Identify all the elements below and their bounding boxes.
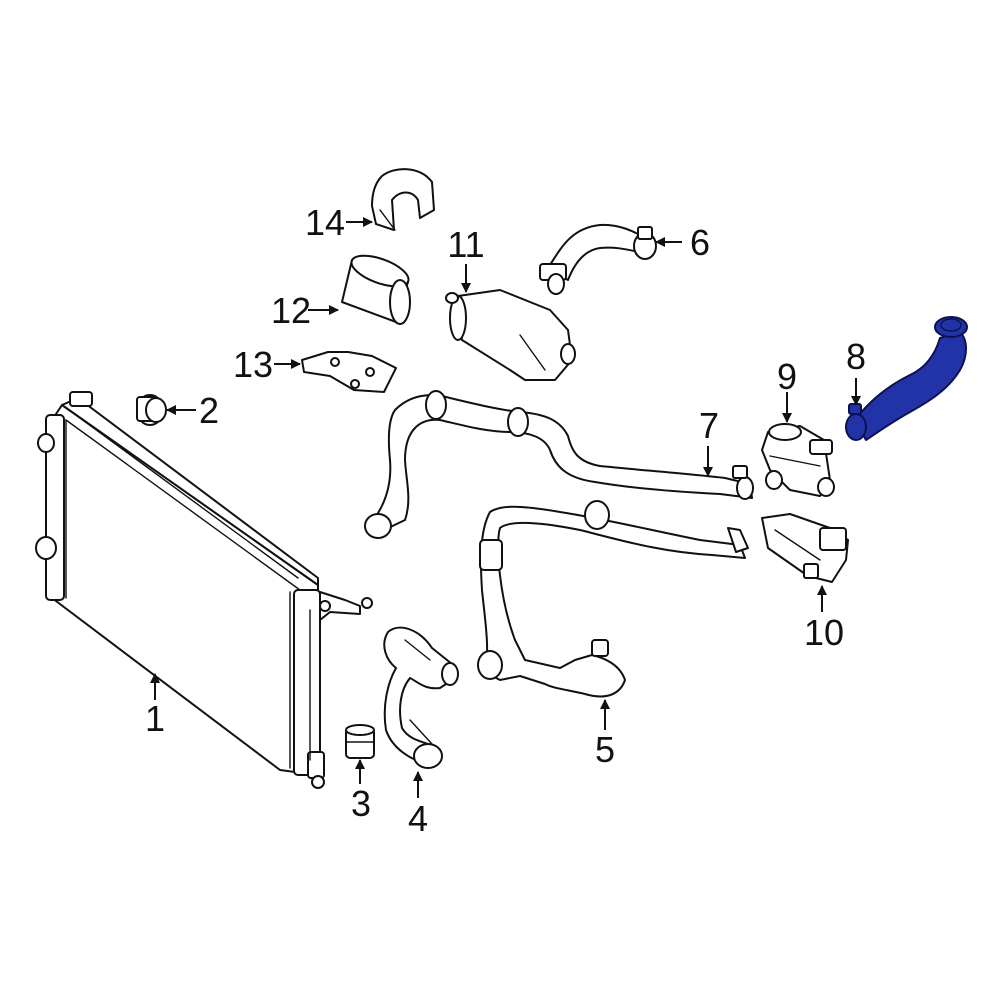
- callout-9: 9: [777, 356, 797, 397]
- bracket-plate-13-part[interactable]: [301, 351, 397, 393]
- callout-12: 12: [271, 290, 311, 331]
- callout-11: 11: [447, 224, 484, 265]
- highlighted-hose-8-part[interactable]: [845, 316, 968, 441]
- leader-lines: [150, 217, 861, 798]
- valve-9-part[interactable]: [761, 423, 835, 497]
- callout-10: 10: [804, 612, 844, 653]
- small-hose-6-part[interactable]: [539, 223, 657, 281]
- heat-shield-14-part[interactable]: [371, 168, 435, 231]
- callout-5: 5: [595, 729, 615, 770]
- callout-labels: 1 2 3 4 5 6 7 8 9 10 11 12 13 14: [145, 202, 866, 839]
- sleeve-12-part[interactable]: [341, 249, 412, 325]
- callout-3: 3: [351, 783, 371, 824]
- callout-13: 13: [233, 344, 273, 385]
- callout-1: 1: [145, 698, 165, 739]
- callout-14: 14: [305, 202, 345, 243]
- pump-11-part[interactable]: [445, 273, 576, 381]
- bracket-10-part[interactable]: [761, 513, 849, 583]
- callout-7: 7: [699, 405, 719, 446]
- hose-assembly-5-part[interactable]: [477, 500, 749, 698]
- callout-4: 4: [408, 798, 428, 839]
- callout-6: 6: [690, 222, 710, 263]
- long-hose-7-part[interactable]: [364, 390, 754, 539]
- radiator-part[interactable]: [35, 391, 373, 789]
- callout-8: 8: [846, 336, 866, 377]
- lower-hose-part[interactable]: [383, 626, 459, 769]
- mount-bushing-part[interactable]: [345, 724, 375, 759]
- plug-part[interactable]: [136, 394, 167, 426]
- callout-2: 2: [199, 390, 219, 431]
